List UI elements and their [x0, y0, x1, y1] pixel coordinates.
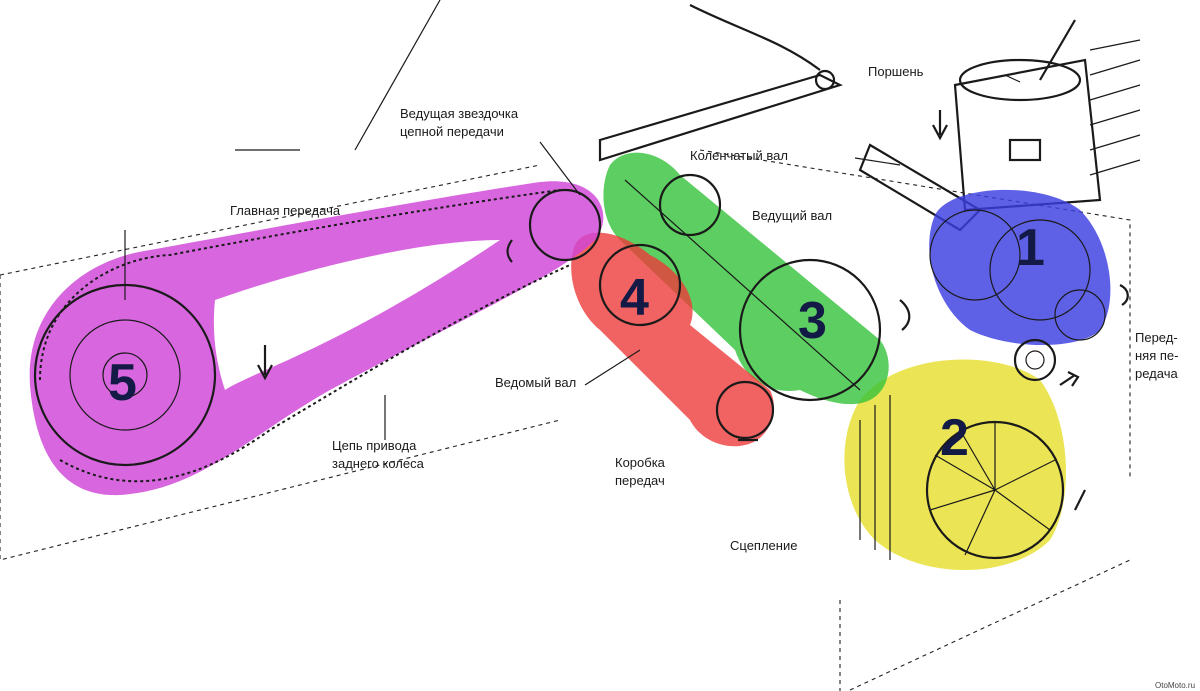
watermark: OtoMoto.ru	[1155, 681, 1195, 690]
part-number-3: 3	[798, 292, 827, 350]
clutch-cable	[689, 4, 821, 71]
crankshaft-part	[929, 189, 1111, 345]
part-number-2: 2	[940, 409, 969, 467]
label-primary-drive-3: редача	[1135, 366, 1178, 381]
part-number-5: 5	[108, 354, 137, 412]
label-main-gear: Главная передача	[230, 203, 341, 218]
clutch-arrow-icon	[1074, 489, 1086, 511]
primary-drive-small-gear	[1013, 338, 1057, 382]
label-gearbox: Коробка	[615, 455, 666, 470]
piston-arrow-icon	[932, 110, 948, 141]
lever-pivot	[814, 69, 836, 91]
label-drive-sprocket-2: цепной передачи	[400, 124, 504, 139]
label-drive-sprocket: Ведущая звездочка	[400, 106, 519, 121]
leader-line-top	[354, 0, 441, 151]
engine-cylinder	[953, 19, 1141, 212]
leader-secondary	[584, 349, 641, 386]
primary-drive-arrow-icon	[1059, 371, 1080, 387]
frame-line-bottom-right	[849, 559, 1131, 691]
shaft-arrow-icon	[899, 299, 911, 331]
part-number-1: 1	[1016, 219, 1045, 277]
label-rear-chain-2: заднего колеса	[332, 456, 425, 471]
crank-arrow-icon	[1119, 284, 1129, 306]
label-piston: Поршень	[868, 64, 924, 79]
clutch-lever	[598, 73, 843, 162]
frame-line-top	[0, 164, 541, 276]
label-primary-drive: Перед-	[1135, 330, 1178, 345]
label-primary-shaft: Ведущий вал	[752, 208, 832, 223]
secondary-shaft-part	[571, 232, 775, 447]
primary-shaft-part	[603, 152, 889, 405]
label-rear-chain: Цепь привода	[332, 438, 417, 453]
clutch-part	[844, 359, 1067, 570]
label-secondary-shaft: Ведомый вал	[495, 375, 576, 390]
sprocket-arrow-icon	[506, 239, 513, 263]
label-gearbox-2: передач	[615, 473, 665, 488]
rear-sprocket-chain-part	[29, 181, 604, 496]
frame-line-right	[699, 149, 1131, 480]
leader-piston	[1004, 74, 1021, 83]
label-primary-drive-2: няя пе-	[1135, 348, 1178, 363]
label-clutch: Сцепление	[730, 538, 797, 553]
chain-arrow-icon	[257, 345, 273, 381]
label-crankshaft: Коленчатый вал	[690, 148, 788, 163]
part-number-4: 4	[620, 269, 649, 327]
leader-drive-sprocket	[539, 141, 581, 196]
leader-crankshaft	[854, 157, 901, 166]
